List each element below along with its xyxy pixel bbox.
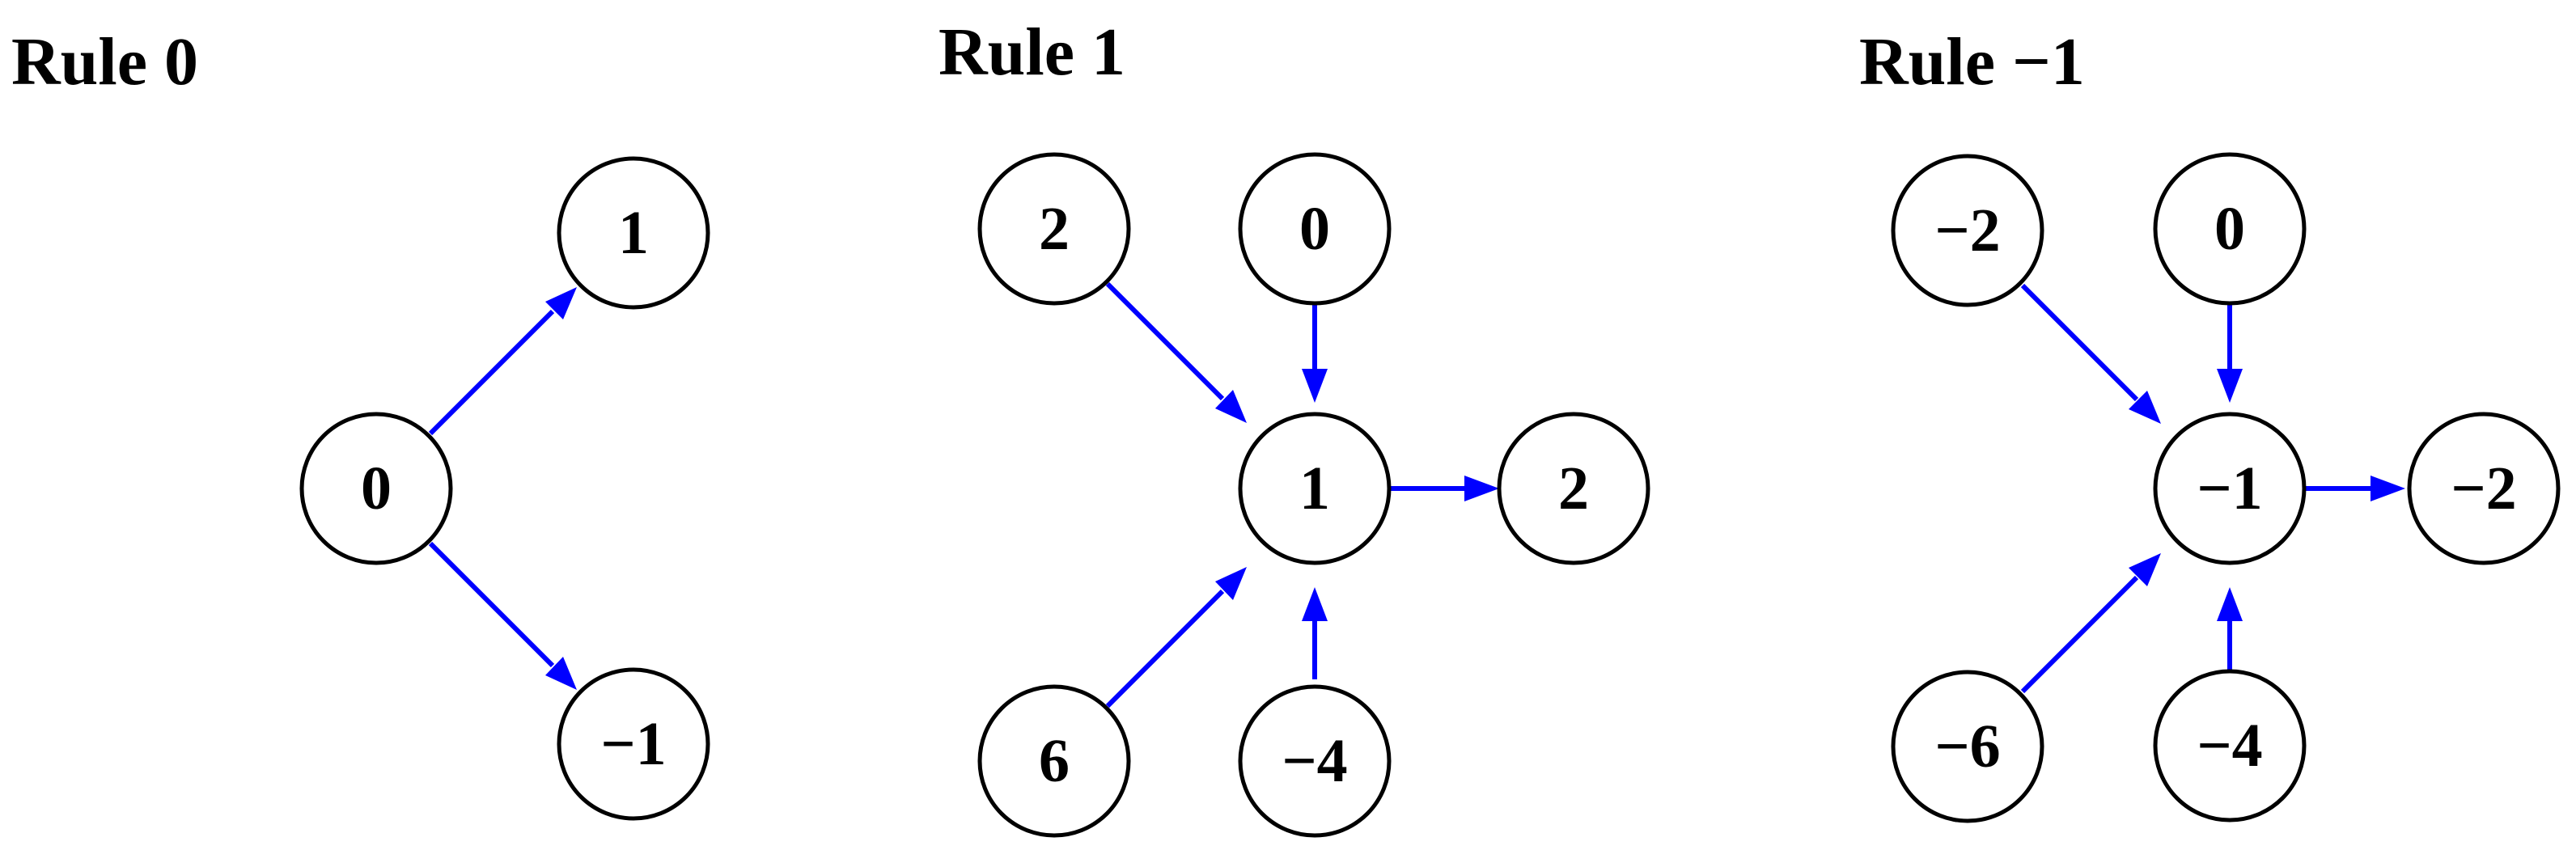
rule-neg1-edge-center-to-right xyxy=(2304,476,2405,501)
rule-0-edge-0-to-1 xyxy=(428,287,577,436)
rule-neg1-node-center-label: −1 xyxy=(2197,455,2262,522)
rule-1-title: Rule 1 xyxy=(938,15,1125,90)
rule-1-node-right: 2 xyxy=(1497,412,1650,565)
rule-1-edge-top-to-center xyxy=(1302,303,1328,403)
rule-1-edge-bottom-left-to-center xyxy=(1105,567,1247,708)
rule-neg1-title: Rule −1 xyxy=(1859,24,2085,99)
rule-neg1-node-top: 0 xyxy=(2153,152,2307,306)
rule-1-panel: Rule 1 1 xyxy=(938,15,1650,838)
rule-0-node-0: 0 xyxy=(299,412,453,565)
rule-0-node-1: 1 xyxy=(557,156,710,310)
rule-neg1-node-bottom: −4 xyxy=(2153,669,2307,823)
rule-1-node-top-label: 0 xyxy=(1299,195,1330,263)
rule-0-edge-0-to-neg1 xyxy=(428,541,577,690)
rule-neg1-node-bottom-label: −4 xyxy=(2197,712,2262,780)
rule-1-node-top-left: 2 xyxy=(977,152,1131,306)
rule-neg1-edge-bottom-to-center xyxy=(2217,587,2243,671)
rule-1-node-top-left-label: 2 xyxy=(1039,195,1070,263)
rule-neg1-node-bottom-left: −6 xyxy=(1891,670,2044,823)
rule-neg1-node-top-label: 0 xyxy=(2214,195,2245,263)
rule-1-node-center-label: 1 xyxy=(1299,455,1330,522)
rule-neg1-node-top-left-label: −2 xyxy=(1934,197,2000,264)
rule-neg1-edge-top-to-center xyxy=(2217,303,2243,403)
rule-1-node-bottom-left-label: 6 xyxy=(1039,727,1070,795)
rule-neg1-node-bottom-left-label: −6 xyxy=(1934,713,2000,780)
rule-neg1-edge-bottom-left-to-center xyxy=(2020,553,2161,694)
rule-neg1-edge-top-left-to-center xyxy=(2020,283,2161,424)
rule-1-node-bottom-left: 6 xyxy=(977,684,1131,838)
rule-1-node-bottom-label: −4 xyxy=(1282,727,1347,795)
rule-1-edge-top-left-to-center xyxy=(1105,281,1247,423)
rule-0-node-neg1: −1 xyxy=(557,667,710,821)
rule-0-edges xyxy=(428,287,577,690)
rule-1-node-center: 1 xyxy=(1238,412,1392,565)
rule-1-node-right-label: 2 xyxy=(1558,455,1589,522)
rule-1-edge-center-to-right xyxy=(1389,476,1499,501)
rule-neg1-edges xyxy=(2020,283,2405,694)
rule-neg1-node-right-label: −2 xyxy=(2451,455,2516,522)
rule-1-node-top: 0 xyxy=(1238,152,1392,306)
rule-0-panel: Rule 0 0 1 −1 xyxy=(11,24,710,821)
rule-0-title: Rule 0 xyxy=(11,24,198,99)
rule-neg1-node-center: −1 xyxy=(2153,412,2307,565)
rule-neg1-node-right: −2 xyxy=(2407,412,2561,565)
rule-neg1-node-top-left: −2 xyxy=(1891,154,2044,307)
rule-0-node-1-label: 1 xyxy=(618,199,649,267)
rule-1-edges xyxy=(1105,281,1499,708)
rule-0-node-0-label: 0 xyxy=(361,455,392,522)
rule-1-node-bottom: −4 xyxy=(1238,684,1392,838)
rule-0-node-neg1-label: −1 xyxy=(600,710,666,778)
rule-1-edge-bottom-to-center xyxy=(1302,587,1328,679)
rule-neg1-panel: Rule −1 −1 xyxy=(1859,24,2561,823)
